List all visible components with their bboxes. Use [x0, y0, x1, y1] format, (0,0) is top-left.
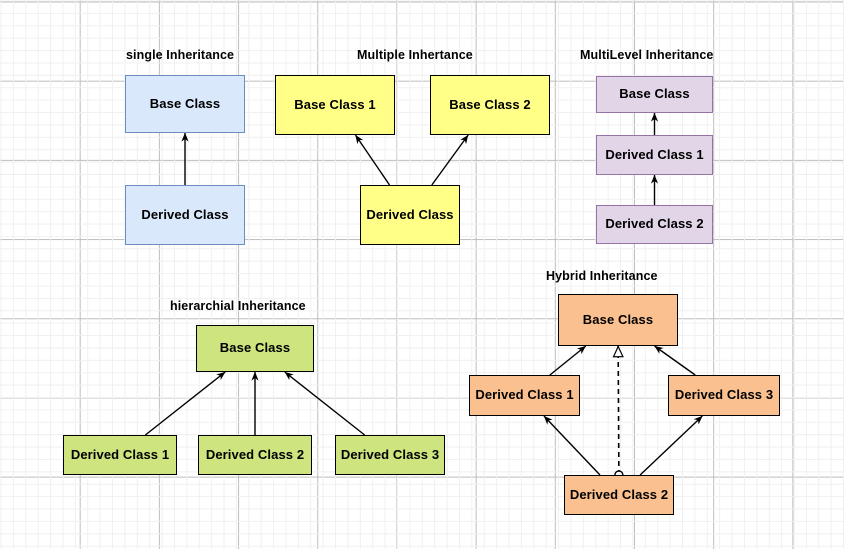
edge-hy-derived-3-to-hy-base [654, 345, 696, 376]
diagram-title-hierarchial: hierarchial Inheritance [170, 299, 306, 313]
edge-h-derived-1-to-h-base [144, 371, 226, 436]
class-box-single-base[interactable]: Base Class [125, 75, 245, 133]
diagram-title-single: single Inheritance [126, 48, 235, 62]
diagram-title-multilevel: MultiLevel Inheritance [580, 48, 714, 62]
class-box-h-derived-2[interactable]: Derived Class 2 [198, 435, 312, 475]
diagram-title-multiple: Multiple Inhertance [357, 48, 473, 62]
class-box-multi-base-2[interactable]: Base Class 2 [430, 75, 550, 135]
class-box-multi-derived[interactable]: Derived Class [360, 185, 460, 245]
diagram-title-hybrid: Hybrid Inheritance [546, 269, 658, 283]
edge-multi-derived-to-multi-base-1 [354, 134, 391, 186]
edge-hy-derived-2-to-hy-derived-3 [639, 415, 703, 476]
edge-hy-derived-1-to-hy-base [549, 345, 587, 376]
edge-multi-derived-to-multi-base-2 [431, 134, 469, 186]
class-box-ml-base[interactable]: Base Class [596, 76, 713, 113]
class-box-hy-base[interactable]: Base Class [558, 294, 678, 346]
class-box-multi-base-1[interactable]: Base Class 1 [275, 75, 395, 135]
class-box-hy-derived-3[interactable]: Derived Class 3 [668, 375, 780, 416]
edge-hy-derived-2-to-hy-derived-1 [543, 415, 601, 476]
edge-hy-derived-2-to-hy-base [618, 346, 619, 476]
class-box-hy-derived-2[interactable]: Derived Class 2 [564, 475, 674, 515]
class-box-h-derived-3[interactable]: Derived Class 3 [335, 435, 445, 475]
class-box-ml-derived-1[interactable]: Derived Class 1 [596, 135, 713, 175]
class-box-single-derived[interactable]: Derived Class [125, 185, 245, 245]
class-box-hy-derived-1[interactable]: Derived Class 1 [469, 375, 580, 416]
class-box-h-base[interactable]: Base Class [196, 325, 314, 372]
edge-h-derived-3-to-h-base [284, 371, 366, 436]
class-box-h-derived-1[interactable]: Derived Class 1 [63, 435, 177, 475]
class-box-ml-derived-2[interactable]: Derived Class 2 [596, 205, 713, 244]
